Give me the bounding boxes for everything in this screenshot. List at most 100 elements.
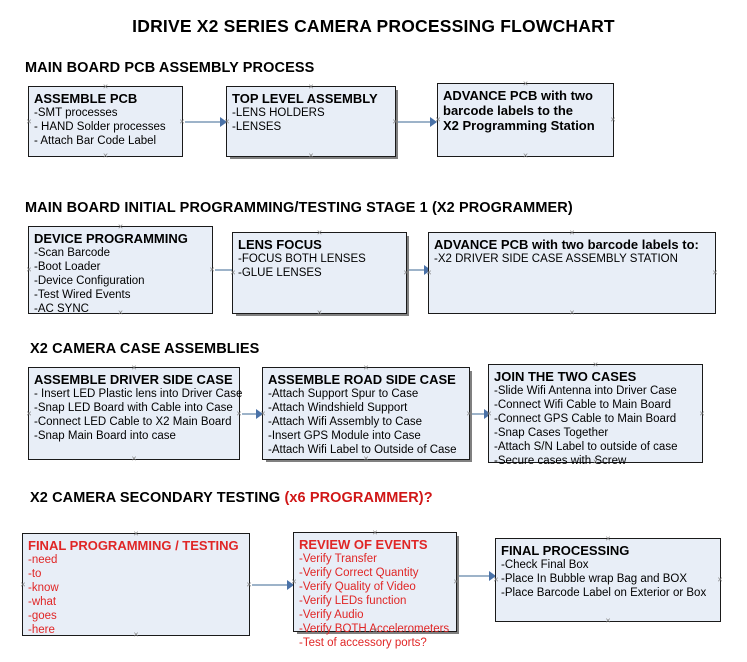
section-title-red-suffix: (x6 PROGRAMMER)? [284, 490, 433, 506]
handle-marker-bottom: × [308, 150, 314, 161]
handle-marker-right: × [610, 114, 616, 125]
section-title-main-board-pcb-assembly: MAIN BOARD PCB ASSEMBLY PROCESS [25, 60, 314, 76]
connector-driver-side-to-road-side [242, 413, 262, 415]
box-item: -Verify BOTH Accelerometers [299, 623, 450, 635]
box-item: -Test Wired Events [34, 289, 131, 301]
box-header: TOP LEVEL ASSEMBLY [232, 91, 378, 106]
box-item: -X2 DRIVER SIDE CASE ASSEMBLY STATION [434, 253, 678, 265]
box-item: -FOCUS BOTH LENSES [238, 253, 366, 265]
handle-marker-right: × [466, 408, 472, 418]
box-device-programming[interactable]: DEVICE PROGRAMMING -Scan Barcode -Boot L… [26, 222, 215, 317]
box-item: -Place Barcode Label on Exterior or Box [501, 587, 707, 599]
box-item: -Connect LED Cable to X2 Main Board [34, 416, 232, 428]
handle-marker-left: × [493, 574, 499, 585]
box-header: ADVANCE PCB with two [443, 88, 593, 103]
section-title-text: X2 CAMERA SECONDARY TESTING [30, 490, 285, 506]
handle-marker-right: × [209, 264, 215, 275]
box-item: X2 Programming Station [443, 118, 595, 133]
arrowhead [220, 117, 227, 127]
box-advance-pcb-to-x2-programming-station[interactable]: ADVANCE PCB with two barcode labels to t… [435, 79, 616, 160]
section-title-text: MAIN BOARD INITIAL PROGRAMMING/TESTING S… [25, 200, 573, 216]
box-item: -to [28, 568, 42, 580]
box-review-of-events[interactable]: REVIEW OF EVENTS -Verify Transfer -Verif… [291, 528, 459, 649]
box-join-the-two-cases[interactable]: JOIN THE TWO CASES -Slide Wifi Antenna i… [486, 360, 705, 467]
box-final-programming-testing[interactable]: FINAL PROGRAMMING / TESTING -need -to -k… [20, 529, 252, 639]
box-item: -Secure cases with Screw [494, 455, 627, 467]
handle-marker-left: × [26, 408, 32, 418]
handle-marker-right: × [453, 576, 459, 587]
box-assemble-pcb[interactable]: ASSEMBLE PCB -SMT processes - HAND Solde… [26, 82, 185, 160]
box-item: -Connect Wifi Cable to Main Board [494, 399, 672, 411]
box-header: DEVICE PROGRAMMING [34, 231, 188, 246]
box-item: -Verify LEDs function [299, 595, 407, 607]
box-item: -Attach Wifi Label to Outside of Case [268, 444, 457, 456]
box-item: -Verify Quality of Video [299, 581, 416, 593]
handle-marker-left: × [26, 116, 32, 126]
connector-lens-focus-to-advance-pcb-driver-side [409, 269, 429, 271]
handle-marker-right: × [236, 408, 242, 418]
box-item: -Verify Transfer [299, 553, 377, 565]
handle-marker-bottom: × [605, 615, 611, 626]
arrowhead [484, 409, 491, 419]
box-header: FINAL PROGRAMMING / TESTING [28, 538, 239, 553]
handle-marker-left: × [230, 267, 236, 278]
box-lens-focus[interactable]: LENS FOCUS -FOCUS BOTH LENSES -GLUE LENS… [230, 228, 409, 317]
handle-marker-left: × [486, 408, 492, 418]
section-title-main-board-initial-programming: MAIN BOARD INITIAL PROGRAMMING/TESTING S… [25, 200, 573, 216]
box-item: -Place In Bubble wrap Bag and BOX [501, 573, 688, 585]
box-item: -Boot Loader [34, 261, 101, 273]
box-item: barcode labels to the [443, 103, 574, 118]
box-header: JOIN THE TWO CASES [494, 369, 637, 384]
box-header: REVIEW OF EVENTS [299, 537, 428, 552]
box-assemble-road-side-case[interactable]: ASSEMBLE ROAD SIDE CASE -Attach Support … [260, 363, 472, 463]
box-final-processing[interactable]: FINAL PROCESSING -Check Final Box -Place… [493, 534, 723, 625]
box-item: -GLUE LENSES [238, 267, 322, 279]
section-title-text: X2 CAMERA CASE ASSEMBLIES [30, 341, 260, 357]
box-item: -Verify Correct Quantity [299, 567, 419, 579]
section-title-text: MAIN BOARD PCB ASSEMBLY PROCESS [25, 60, 315, 76]
handle-marker-right: × [246, 579, 252, 589]
box-item: -need [28, 554, 58, 566]
box-item: -Snap Main Board into case [34, 430, 176, 442]
handle-marker-right: × [699, 408, 705, 418]
handle-marker-bottom: × [131, 453, 137, 464]
box-item: -here [28, 624, 55, 636]
box-item: -goes [28, 610, 57, 622]
box-item: -Attach S/N Label to outside of case [494, 441, 678, 453]
section-title-x2-camera-secondary-testing: X2 CAMERA SECONDARY TESTING (x6 PROGRAMM… [30, 490, 433, 506]
handle-marker-right: × [403, 267, 409, 278]
connector-device-programming-to-lens-focus [215, 269, 239, 271]
handle-marker-left: × [20, 579, 26, 589]
box-item: -Scan Barcode [34, 247, 111, 259]
box-top-level-assembly[interactable]: TOP LEVEL ASSEMBLY -LENS HOLDERS -LENSES… [224, 82, 397, 160]
box-assemble-driver-side-case[interactable]: ASSEMBLE DRIVER SIDE CASE - Insert LED P… [26, 363, 242, 463]
handle-marker-left: × [224, 116, 230, 126]
box-item: -Attach Wifi Assembly to Case [268, 416, 423, 428]
arrowhead [489, 571, 496, 581]
handle-marker-left: × [26, 264, 32, 275]
connector-review-of-events-to-final-processing [459, 575, 493, 577]
connector-top-level-assembly-to-advance-pcb [398, 121, 434, 123]
handle-marker-right: × [179, 116, 185, 126]
box-header: FINAL PROCESSING [501, 543, 630, 558]
box-item: -LENSES [232, 121, 282, 133]
handle-marker-right: × [717, 574, 723, 585]
arrowhead [256, 409, 263, 419]
box-item: -Snap Cases Together [494, 427, 609, 439]
handle-marker-left: × [260, 408, 266, 418]
box-header: ASSEMBLE ROAD SIDE CASE [268, 372, 456, 387]
handle-marker-bottom: × [569, 307, 575, 318]
box-item: -know [28, 582, 59, 594]
box-item: -Connect GPS Cable to Main Board [494, 413, 677, 425]
box-header: LENS FOCUS [238, 237, 322, 252]
box-item: -Slide Wifi Antenna into Driver Case [494, 385, 677, 397]
box-item: - Attach Bar Code Label [34, 135, 157, 147]
box-item: -Verify Audio [299, 609, 364, 621]
handle-marker-bottom: × [522, 150, 529, 161]
box-header: ADVANCE PCB with two barcode labels to: [434, 237, 699, 252]
arrowhead [287, 580, 294, 590]
connector-assemble-pcb-to-top-level-assembly [185, 121, 223, 123]
box-item: -Device Configuration [34, 275, 145, 287]
box-advance-pcb-to-driver-side-case[interactable]: ADVANCE PCB with two barcode labels to: … [426, 228, 717, 317]
box-item: -LENS HOLDERS [232, 107, 325, 119]
